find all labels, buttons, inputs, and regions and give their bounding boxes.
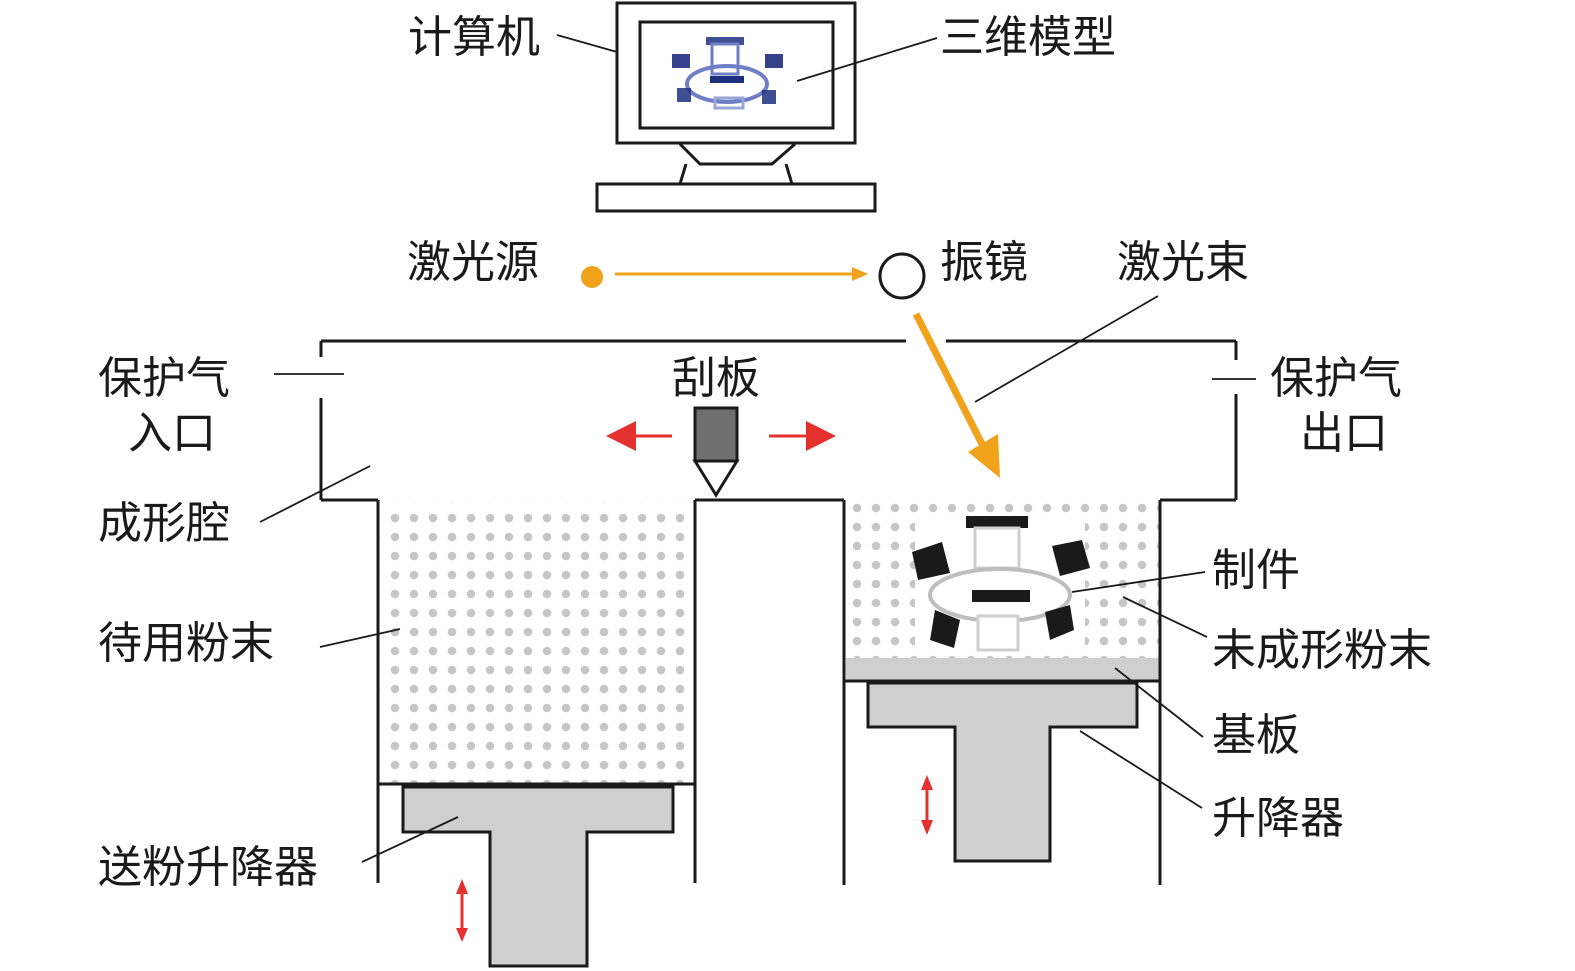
galvanometer-mirror: [878, 252, 926, 300]
label-feed-elevator: 送粉升降器: [98, 842, 318, 893]
model-3d-image: [672, 37, 783, 110]
feed-elevator-piston: [401, 785, 675, 968]
label-part: 制件: [1212, 545, 1300, 596]
label-shield-gas-outlet-2: 出口: [1300, 408, 1388, 459]
label-unformed-powder: 未成形粉末: [1212, 625, 1432, 676]
label-scraper: 刮板: [672, 353, 760, 404]
computer-keyboard: [595, 182, 877, 213]
laser-source-dot: [581, 266, 603, 288]
computer-stand: [678, 142, 796, 166]
scraper-blade: [692, 406, 740, 498]
build-cylinder-walls: [842, 500, 1162, 885]
feed-elevator-arrow: [456, 879, 468, 942]
label-substrate: 基板: [1212, 710, 1300, 761]
label-laser-beam: 激光束: [1117, 237, 1249, 288]
laser-arrow: [615, 267, 868, 281]
leader-lines: [259, 34, 1256, 863]
feed-powder-bed: [380, 503, 695, 783]
build-elevator-arrow: [921, 775, 933, 835]
label-computer: 计算机: [408, 12, 540, 63]
part-image: [912, 516, 1090, 655]
label-laser-source: 激光源: [407, 237, 539, 288]
label-galvanometer: 振镜: [940, 237, 1028, 288]
feed-cylinder-walls: [376, 500, 697, 883]
substrate-plate: [846, 658, 1159, 680]
label-shield-gas-outlet-1: 保护气: [1270, 353, 1402, 404]
label-model-3d: 三维模型: [940, 12, 1116, 63]
label-shield-gas-inlet-2: 入口: [128, 408, 216, 459]
build-elevator-piston: [866, 681, 1139, 863]
label-feed-powder: 待用粉末: [98, 618, 274, 669]
laser-beam: [912, 312, 1000, 478]
label-shield-gas-inlet-1: 保护气: [98, 353, 230, 404]
label-build-elevator: 升降器: [1212, 793, 1344, 844]
label-build-chamber: 成形腔: [98, 498, 230, 549]
build-chamber: [319, 339, 1238, 502]
